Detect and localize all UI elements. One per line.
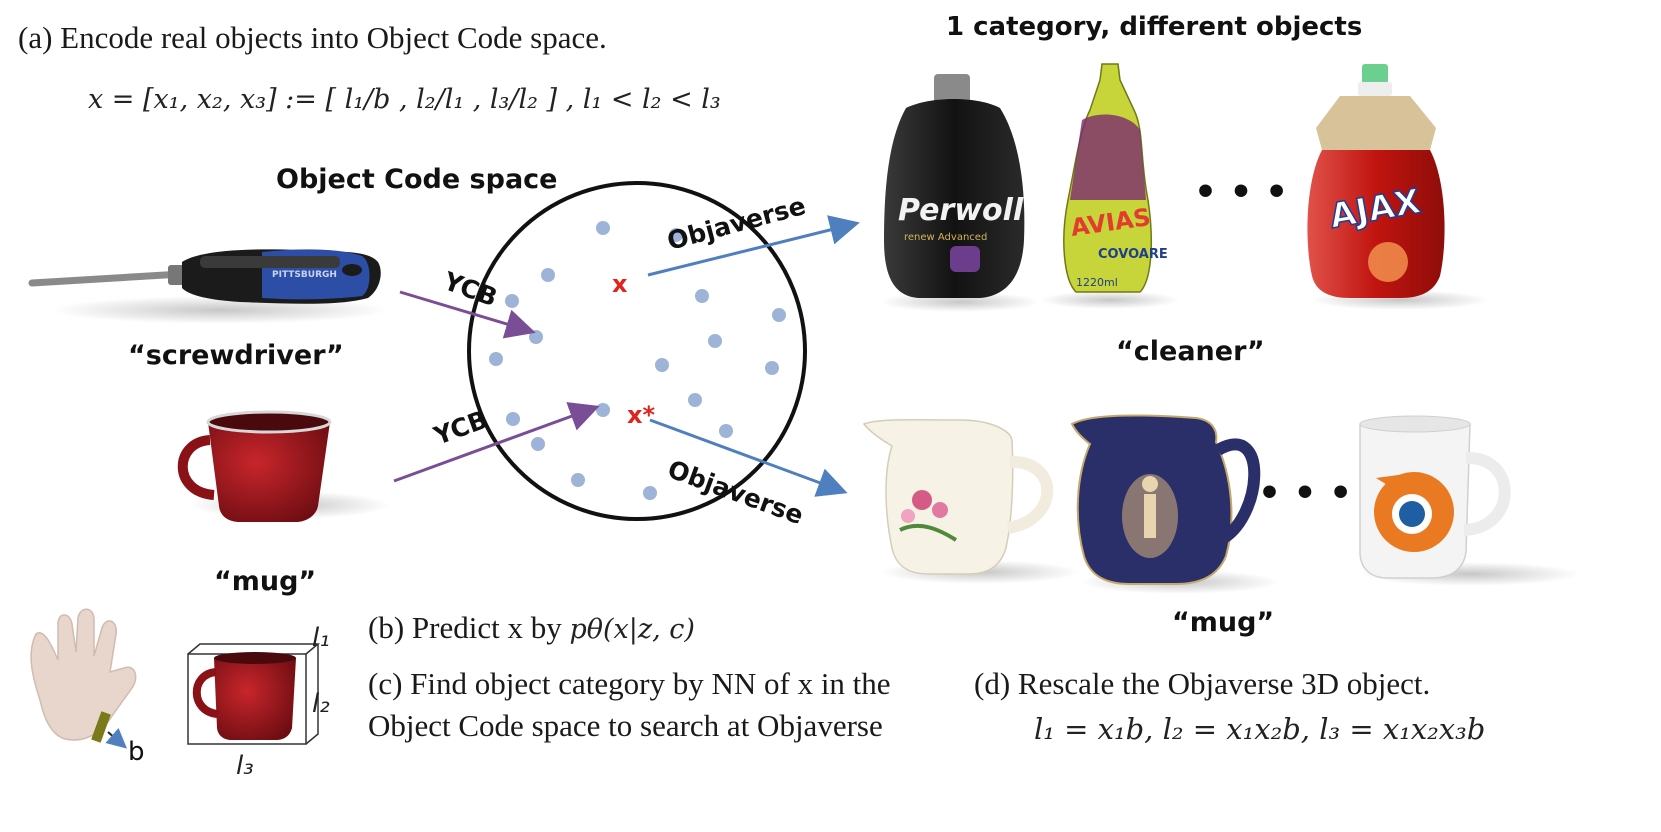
ajax-bottle-image: AJAX (1307, 64, 1490, 310)
caption-d: (d) Rescale the Objaverse 3D object. (974, 666, 1431, 701)
caption-b: (b) Predict x by pθ(x|z, c) (368, 610, 695, 646)
x-marker: x (612, 270, 628, 298)
objaverse-arrow-top (647, 215, 860, 277)
code-dots (489, 221, 786, 500)
mug-right-label: “mug” (1172, 607, 1275, 638)
avias-volume: 1220ml (1076, 276, 1118, 289)
hand-b-label: b (128, 737, 145, 767)
perwoll-sub: renew Advanced (904, 232, 987, 243)
x-star-marker: x* (627, 401, 655, 429)
ellipsis-bottom: • • • (1258, 473, 1352, 514)
bbox-mug-image: l₁ l₂ l₃ (187, 623, 330, 781)
encode-formula: x = [x₁, x₂, x₃] := [ l₁/b , l₂/l₁ , l₃/… (88, 84, 721, 115)
object-code-space-heading: Object Code space (276, 164, 558, 195)
ellipsis-top: • • • (1194, 172, 1288, 213)
cleaner-label: “cleaner” (1116, 336, 1265, 367)
caption-a: (a) Encode real objects into Object Code… (18, 20, 607, 55)
objaverse-label-top: Objaverse (664, 191, 809, 256)
caption-c-line1: (c) Find object category by NN of x in t… (368, 666, 891, 701)
objaverse-arrow-bottom (649, 418, 848, 497)
mug-left-image (177, 410, 390, 522)
screwdriver-image: PITTSBURGH (28, 249, 390, 324)
blender-mug-image (1359, 415, 1580, 586)
hand-image: b (30, 608, 145, 767)
bbox-l1-label: l₁ (312, 623, 330, 653)
floral-pitcher-image (862, 418, 1080, 584)
ycb-arrow-bottom (393, 402, 600, 483)
bbox-l3-label: l₃ (236, 751, 254, 781)
rescale-formula: l₁ = x₁b, l₂ = x₁x₂b, l₃ = x₁x₂x₃b (1034, 712, 1486, 746)
predict-formula: pθ(x|z, c) (569, 614, 695, 645)
ycb-label-bottom: YCB (429, 405, 491, 451)
mug-left-label: “mug” (214, 566, 317, 597)
perwoll-brand: Perwoll (898, 193, 1024, 228)
caption-c-line2: Object Code space to search at Objaverse (368, 708, 883, 743)
ycb-arrow-top (399, 290, 536, 339)
perwoll-bottle-image: Perwoll renew Advanced (880, 74, 1040, 312)
screwdriver-handle-text: PITTSBURGH (272, 270, 337, 280)
object-code-space-circle (467, 181, 807, 521)
screwdriver-label: “screwdriver” (128, 340, 344, 371)
avias-bottle-image: AVIAS COVOARE 1220ml (1040, 63, 1180, 309)
bbox-l2-label: l₂ (312, 689, 330, 719)
objaverse-label-bottom: Objaverse (664, 454, 807, 530)
caption-b-text: (b) Predict x by (368, 610, 562, 645)
category-heading: 1 category, different objects (946, 12, 1363, 42)
blue-jug-image (1070, 414, 1280, 594)
avias-sub: COVOARE (1098, 247, 1168, 262)
